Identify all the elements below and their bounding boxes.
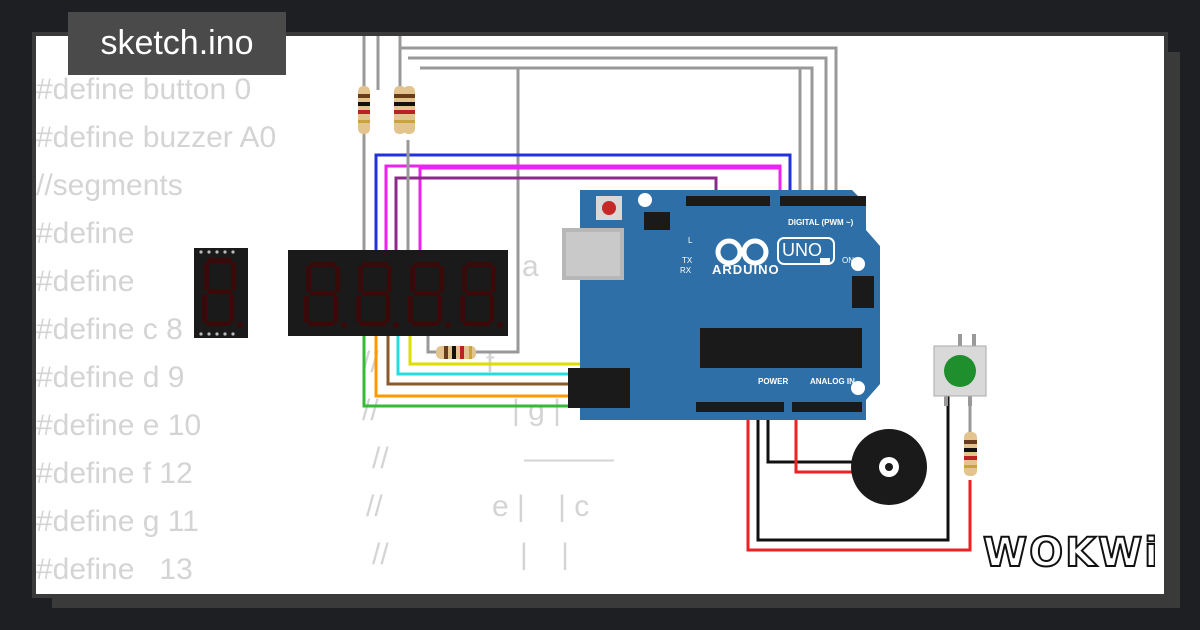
segment	[362, 291, 388, 296]
segment	[460, 296, 465, 322]
wire-red-5v	[746, 404, 972, 552]
uno-model-label: UNO	[782, 240, 822, 260]
wire-gray-6	[420, 66, 814, 196]
tx-label: TX	[682, 256, 693, 265]
segment	[412, 321, 438, 326]
resistor-icon	[964, 432, 977, 476]
segment	[462, 266, 467, 292]
resistor-icon	[436, 346, 476, 359]
segment	[491, 266, 496, 292]
segment	[410, 266, 415, 292]
segment	[414, 262, 440, 267]
arduino-brand-label: ARDUINO	[712, 262, 780, 277]
code-line: #define 13	[36, 553, 193, 586]
ascii-comment-5: //	[372, 538, 389, 571]
wire-gray-7	[470, 68, 520, 354]
wire-purple	[394, 176, 718, 256]
wire-gray-5	[408, 56, 828, 196]
code-line: #define button 0	[36, 73, 252, 106]
code-line: #define f 12	[36, 457, 193, 490]
l-led-label: L	[688, 236, 693, 245]
segment	[333, 296, 338, 322]
analog-in-label: ANALOG IN	[810, 377, 855, 386]
segment	[310, 291, 336, 296]
segment	[408, 296, 413, 322]
decimal-point	[393, 322, 399, 328]
file-tab[interactable]: sketch.ino	[68, 12, 286, 75]
seven-segment-single	[194, 248, 248, 338]
seven-segment-four-digit	[288, 250, 508, 336]
card-shadow-right	[1166, 52, 1180, 608]
segment	[437, 296, 442, 322]
ascii-g: | g |	[512, 394, 561, 427]
segment	[308, 321, 334, 326]
card-shadow-bottom	[52, 596, 1180, 608]
segment	[310, 262, 336, 267]
decimal-point	[497, 322, 503, 328]
digital-pwm-label: DIGITAL (PWM ~)	[788, 218, 854, 227]
code-line: #define	[36, 265, 143, 298]
code-line: #define e 10	[36, 409, 202, 442]
ascii-pipes: | |	[520, 538, 569, 571]
file-tab-label: sketch.ino	[100, 24, 254, 62]
ascii-dash: ———	[524, 442, 614, 475]
wokwi-logo: WOKWi	[975, 520, 1159, 584]
segment	[358, 266, 363, 292]
code-line: #define	[36, 217, 143, 250]
decimal-point	[341, 322, 347, 328]
wokwi-logo-icon: WOKWi	[982, 529, 1159, 577]
code-line: #define c 8	[36, 313, 183, 346]
push-button	[933, 334, 987, 406]
code-line: #define g 11	[36, 505, 199, 538]
segment	[489, 296, 494, 322]
segment	[385, 296, 390, 322]
wire-gray-4	[400, 46, 838, 196]
wire-red-buzzer	[794, 404, 860, 474]
segment	[360, 321, 386, 326]
code-line: #define d 9	[36, 361, 185, 394]
segment	[356, 296, 361, 322]
on-led-label: ON	[842, 256, 854, 265]
power-label: POWER	[758, 377, 789, 386]
segment	[304, 296, 309, 322]
buzzer-icon	[851, 429, 927, 505]
wire-black-buzzer	[766, 404, 860, 464]
wire-magenta-a	[384, 164, 782, 256]
code-line: //segments	[36, 169, 183, 202]
decimal-point	[445, 322, 451, 328]
wire-magenta-b	[418, 166, 780, 256]
ascii-comment-3: //	[372, 442, 389, 475]
wokwi-logo-text: WOKWi	[983, 530, 1155, 576]
segment	[439, 266, 444, 292]
wire-black-gnd	[756, 392, 950, 542]
wire-blue	[374, 153, 792, 256]
resistor-icon	[403, 86, 415, 134]
segment	[466, 291, 492, 296]
rx-label: RX	[680, 266, 692, 275]
segment	[306, 266, 311, 292]
segment	[335, 266, 340, 292]
segment	[362, 262, 388, 267]
ascii-comment-4: //	[366, 490, 383, 523]
arduino-uno-board	[562, 190, 880, 420]
arduino-logo-icon	[715, 238, 769, 266]
ascii-comment-2: //	[362, 394, 379, 427]
segment	[414, 291, 440, 296]
segment	[464, 321, 490, 326]
ascii-a: a	[522, 250, 539, 283]
resistor-icon	[358, 86, 370, 134]
segment	[466, 262, 492, 267]
segment	[387, 266, 392, 292]
code-line: #define buzzer A0	[36, 121, 277, 154]
code-background: #define button 0 #define buzzer A0 //segme…	[36, 66, 276, 594]
ascii-e-c: e | | c	[492, 490, 590, 523]
